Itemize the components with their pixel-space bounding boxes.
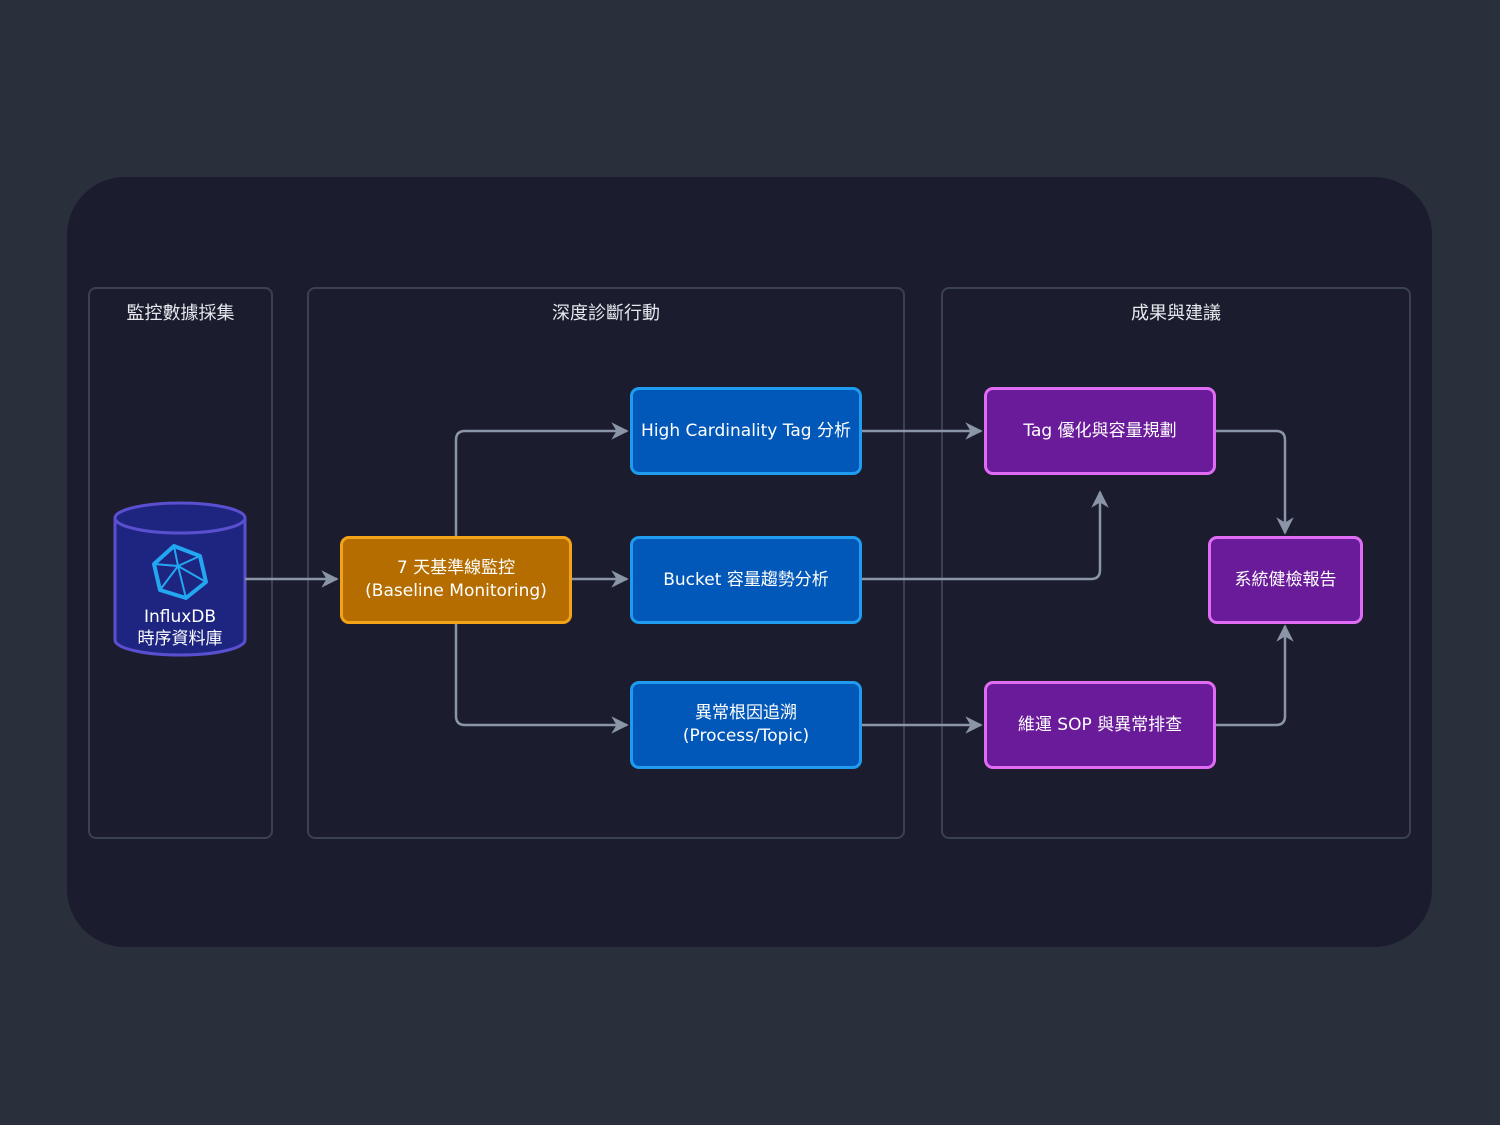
node-baseline-monitoring-sublabel: (Baseline Monitoring) xyxy=(365,581,547,601)
node-tag-optimization[interactable]: Tag 優化與容量規劃 xyxy=(984,387,1216,475)
node-bucket-capacity-trend-label: Bucket 容量趨勢分析 xyxy=(663,569,829,590)
node-baseline-monitoring[interactable]: 7 天基準線監控 (Baseline Monitoring) xyxy=(340,536,572,624)
group-data-collection: 監控數據採集 xyxy=(88,287,273,839)
database-cylinder xyxy=(113,501,247,657)
database-name-label: InfluxDB xyxy=(143,607,217,627)
node-root-cause-tracing-sublabel: (Process/Topic) xyxy=(682,726,810,746)
group-diagnosis-actions: 深度診斷行動 xyxy=(307,287,905,839)
node-baseline-monitoring-label: 7 天基準線監控 xyxy=(396,558,516,578)
edge-tag-opt-to-report xyxy=(1216,429,1294,535)
edge-baseline-to-rootcause xyxy=(454,623,629,734)
influxdb-logo-icon xyxy=(152,544,208,600)
node-health-report-label: 系統健檢報告 xyxy=(1234,569,1337,590)
node-bucket-capacity-trend[interactable]: Bucket 容量趨勢分析 xyxy=(630,536,862,624)
edge-sop-to-report xyxy=(1216,624,1294,727)
group-results: 成果與建議 xyxy=(941,287,1411,839)
group-title-data-collection: 監控數據採集 xyxy=(126,303,235,324)
edge-bucket-to-tag-opt xyxy=(861,490,1109,581)
node-health-report[interactable]: 系統健檢報告 xyxy=(1208,536,1363,624)
node-high-cardinality-analysis[interactable]: High Cardinality Tag 分析 xyxy=(630,387,862,475)
node-high-cardinality-analysis-label: High Cardinality Tag 分析 xyxy=(641,420,851,441)
node-ops-sop-label: 維運 SOP 與異常排查 xyxy=(1017,714,1183,735)
node-tag-optimization-label: Tag 優化與容量規劃 xyxy=(1023,420,1177,441)
group-title-diagnosis-actions: 深度診斷行動 xyxy=(552,303,660,324)
edge-baseline-to-cardinality xyxy=(454,422,629,537)
node-root-cause-tracing[interactable]: 異常根因追溯 (Process/Topic) xyxy=(630,681,862,769)
group-title-results: 成果與建議 xyxy=(1131,303,1221,324)
database-type-label: 時序資料庫 xyxy=(137,629,223,649)
node-ops-sop[interactable]: 維運 SOP 與異常排查 xyxy=(984,681,1216,769)
node-root-cause-tracing-label: 異常根因追溯 xyxy=(695,703,797,723)
